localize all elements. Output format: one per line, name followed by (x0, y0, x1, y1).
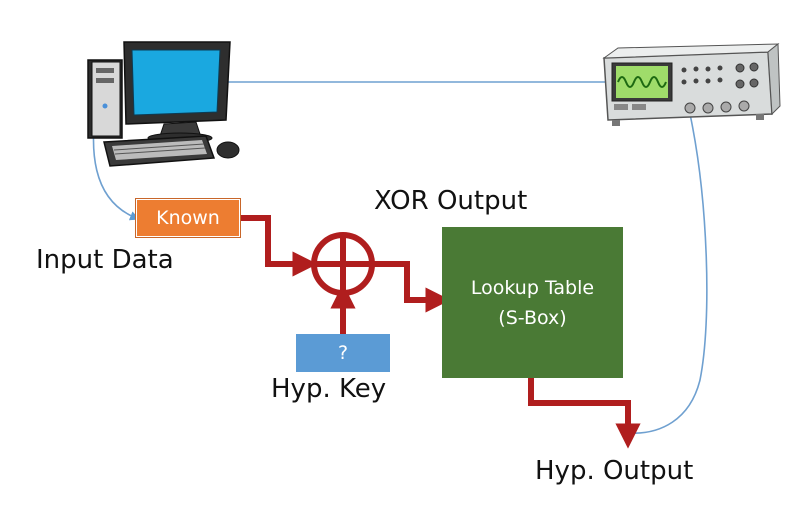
known-label: Known (156, 207, 220, 229)
computer-icon (87, 41, 240, 167)
known-input-box: Known (135, 198, 241, 238)
sbox-title-line2: (S-Box) (498, 306, 567, 329)
hyp-output-label: Hyp. Output (535, 456, 694, 486)
xor-output-label: XOR Output (374, 186, 528, 216)
sbox-lookup-table: Lookup Table (S-Box) (442, 227, 623, 378)
key-box-label: ? (337, 342, 349, 364)
sbox-title-line1: Lookup Table (470, 276, 595, 299)
known-to-xor-arrow (240, 215, 318, 277)
xor-to-sbox-arrow (373, 261, 451, 313)
xor-icon (311, 232, 375, 296)
hyp-key-box: ? (296, 334, 390, 372)
oscilloscope-icon (602, 42, 781, 126)
scope-probe-cable (627, 113, 708, 434)
sbox-to-output-arrow (528, 378, 641, 449)
hyp-key-label: Hyp. Key (271, 374, 387, 404)
input-data-label: Input Data (36, 245, 174, 275)
